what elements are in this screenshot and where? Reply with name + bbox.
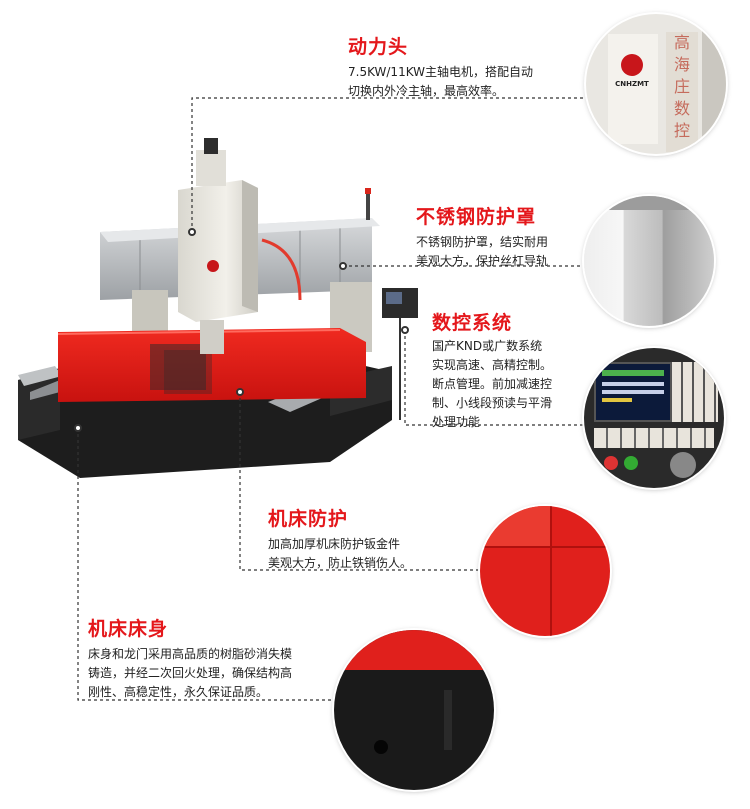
callout-line: 美观大方，防止铁销伤人。 <box>268 556 413 570</box>
marker-dot-bed <box>74 424 82 432</box>
marker-dot-power-head <box>188 228 196 236</box>
callout-line: 处理功能 <box>432 415 481 429</box>
detail-photo-power-head: CNHZMT 高 海 庄 数 控 <box>586 14 726 154</box>
callout-stainless-cover: 不锈钢防护罩 不锈钢防护罩，结实耐用 美观大方，保护丝杠导轨 <box>416 202 586 271</box>
brand-logo: CNHZMT <box>610 54 654 114</box>
callout-line: 断点管理。前加减速控 <box>432 377 553 391</box>
callout-title: 机床床身 <box>88 618 169 640</box>
callout-line: 国产KND或广数系统 <box>432 339 543 353</box>
callout-guard: 机床防护 加高加厚机床防护钣金件 美观大方，防止铁销伤人。 <box>268 504 478 573</box>
detail-photo-stainless-cover <box>584 196 714 326</box>
callout-line: 实现高速、高精控制。 <box>432 358 553 372</box>
marker-dot-guard <box>236 388 244 396</box>
callout-title: 数控系统 <box>432 312 513 334</box>
callout-line: 加高加厚机床防护钣金件 <box>268 537 401 551</box>
callout-cnc-system: 数控系统 国产KND或广数系统 实现高速、高精控制。 断点管理。前加减速控 制、… <box>432 308 587 432</box>
detail-photo-guard <box>480 506 610 636</box>
callout-title: 动力头 <box>348 36 409 58</box>
callout-line: 制、小线段预读与平滑 <box>432 396 553 410</box>
detail-photo-bed <box>334 630 494 790</box>
callout-line: 铸造，并经二次回火处理，确保结构高 <box>88 666 293 680</box>
callout-line: 美观大方，保护丝杠导轨 <box>416 254 549 268</box>
cnc-screen <box>594 362 672 422</box>
callout-line: 不锈钢防护罩，结实耐用 <box>416 235 549 249</box>
callout-line: 切换内外冷主轴，最高效率。 <box>348 84 505 98</box>
callout-line: 床身和龙门采用高品质的树脂砂消失模 <box>88 647 293 661</box>
detail-photo-cnc-panel <box>584 348 724 488</box>
callout-line: 7.5KW/11KW主轴电机，搭配自动 <box>348 65 534 79</box>
callout-title: 不锈钢防护罩 <box>416 206 537 228</box>
machine-sign: 高 海 庄 数 控 <box>666 32 698 152</box>
callout-bed: 机床床身 床身和龙门采用高品质的树脂砂消失模 铸造，并经二次回火处理，确保结构高… <box>88 614 378 702</box>
callout-power-head: 动力头 7.5KW/11KW主轴电机，搭配自动 切换内外冷主轴，最高效率。 <box>348 32 580 101</box>
red-guard <box>57 328 366 402</box>
cnc-keypad <box>672 362 718 422</box>
marker-dot-cnc <box>401 326 409 334</box>
callout-line: 刚性、高稳定性，永久保证品质。 <box>88 685 269 699</box>
callout-title: 机床防护 <box>268 508 349 530</box>
power-head-column <box>178 138 258 354</box>
control-panel-arm <box>365 188 418 420</box>
marker-dot-stainless-cover <box>339 262 347 270</box>
